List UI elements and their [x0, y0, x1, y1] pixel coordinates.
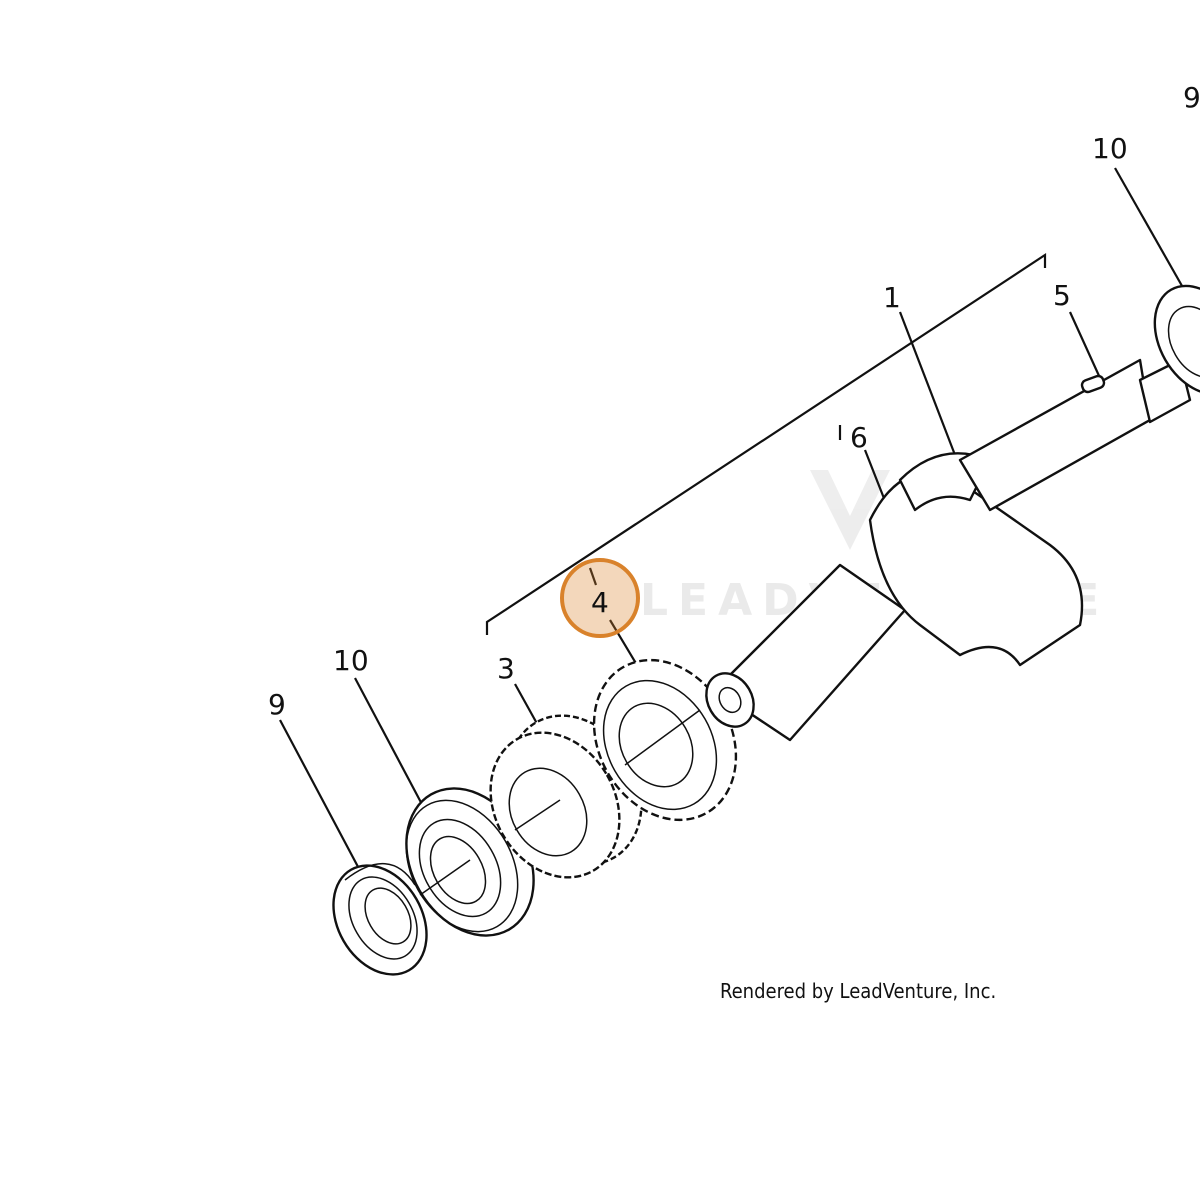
oil-seal-left: [332, 863, 428, 976]
callout-6: 6: [850, 421, 868, 454]
highlight-ring: [560, 558, 640, 638]
callout-1: 1: [883, 281, 901, 314]
callout-10-right: 10: [1092, 132, 1128, 165]
leader-lines: [279, 167, 1191, 881]
callout-4: 4: [591, 586, 609, 619]
crankshaft: [705, 358, 1192, 742]
callout-3: 3: [497, 652, 515, 685]
assembly-bracket: [485, 252, 1047, 635]
render-credit: Rendered by LeadVenture, Inc.: [720, 979, 996, 1003]
callout-10-left: 10: [333, 644, 369, 677]
bearing-right: [1153, 284, 1200, 396]
callout-5: 5: [1053, 279, 1071, 312]
callout-9-left: 9: [268, 688, 286, 721]
callout-9-right: 9: [1183, 81, 1200, 114]
